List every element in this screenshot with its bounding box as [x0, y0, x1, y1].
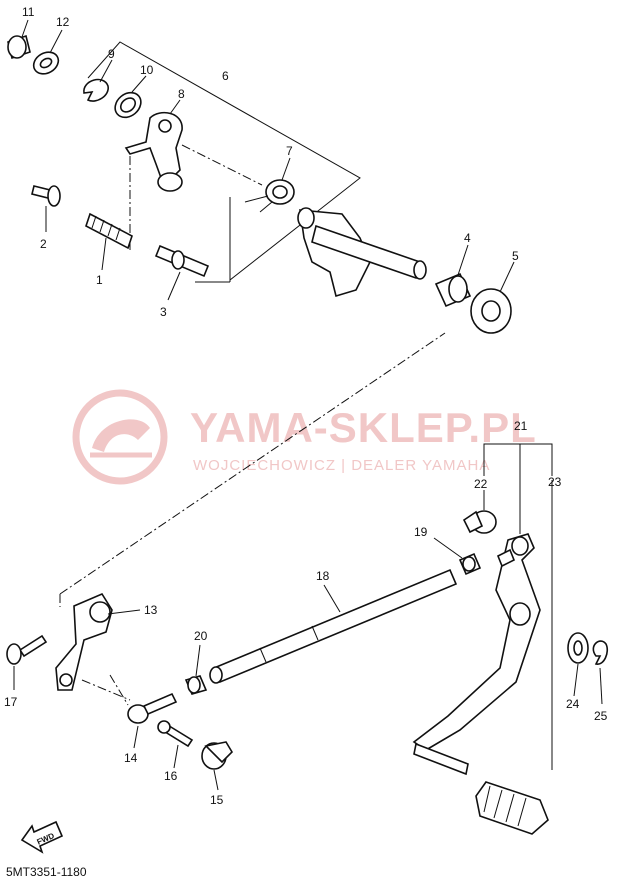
label-20: 20 [194, 629, 208, 643]
label-10: 10 [140, 63, 154, 77]
label-8: 8 [178, 87, 185, 101]
watermark-subtitle: WOJCIECHOWICZ | DEALER YAMAHA [193, 457, 490, 474]
center-lines [59, 144, 446, 706]
label-9: 9 [108, 47, 115, 61]
label-23: 23 [548, 475, 562, 489]
label-15: 15 [210, 793, 224, 807]
part-4-bearing [434, 272, 472, 308]
label-4: 4 [464, 231, 471, 245]
label-16: 16 [164, 769, 178, 783]
leader-lines [13, 19, 603, 791]
label-7: 7 [286, 144, 293, 158]
label-1: 1 [96, 273, 103, 287]
label-24: 24 [566, 697, 580, 711]
group-21-bracket [483, 443, 553, 476]
label-19: 19 [414, 525, 428, 539]
label-17: 17 [4, 695, 18, 709]
part-2-bolt [31, 185, 61, 207]
fwd-arrow-icon: FWD [20, 820, 64, 854]
part-25-circlip [592, 640, 609, 665]
diagram-code: 5MT3351-1180 [6, 865, 87, 879]
label-25: 25 [594, 709, 608, 723]
part-19-nut [458, 552, 482, 576]
part-24-washer [567, 632, 589, 664]
label-21: 21 [514, 419, 528, 433]
group-6-bracket [87, 41, 361, 283]
part-9-circlip [83, 78, 109, 102]
part-12-washer [32, 51, 60, 75]
watermark: YAMA-SKLEP.PL WOJCIECHOWICZ | DEALER YAM… [72, 389, 537, 485]
label-13: 13 [144, 603, 158, 617]
part-22-bolt [462, 510, 497, 534]
part-8-shift-arm [124, 111, 183, 192]
part-23-pedal-rubber [475, 781, 549, 835]
label-22: 22 [474, 477, 488, 491]
part-11-bushing [7, 34, 31, 60]
label-11: 11 [22, 5, 35, 19]
label-18: 18 [316, 569, 330, 583]
label-12: 12 [56, 15, 70, 29]
part-7-torsion-spring [244, 179, 295, 213]
label-3: 3 [160, 305, 167, 319]
part-15-cover [201, 741, 234, 770]
part-3-stopper-bolt [154, 244, 210, 278]
shift-shaft-assembly [297, 207, 427, 298]
part-20-nut [184, 675, 208, 695]
label-5: 5 [512, 249, 519, 263]
part-10-washer [114, 91, 142, 119]
part-13-shift-arm [55, 592, 113, 691]
label-6: 6 [222, 69, 229, 83]
part-14-rod-end [127, 692, 178, 724]
part-21-shift-pedal [412, 533, 541, 776]
part-labels: 11 12 9 10 6 8 7 4 5 2 1 3 21 22 23 19 1… [4, 5, 608, 807]
part-1-spring [85, 212, 133, 250]
watermark-logo [72, 389, 168, 485]
part-5-oil-seal [470, 288, 512, 334]
label-14: 14 [124, 751, 138, 765]
watermark-title: YAMA-SKLEP.PL [190, 404, 537, 451]
part-17-bolt [6, 634, 48, 665]
part-16-bolt [157, 720, 194, 748]
part-18-shift-rod [209, 568, 458, 684]
label-2: 2 [40, 237, 47, 251]
